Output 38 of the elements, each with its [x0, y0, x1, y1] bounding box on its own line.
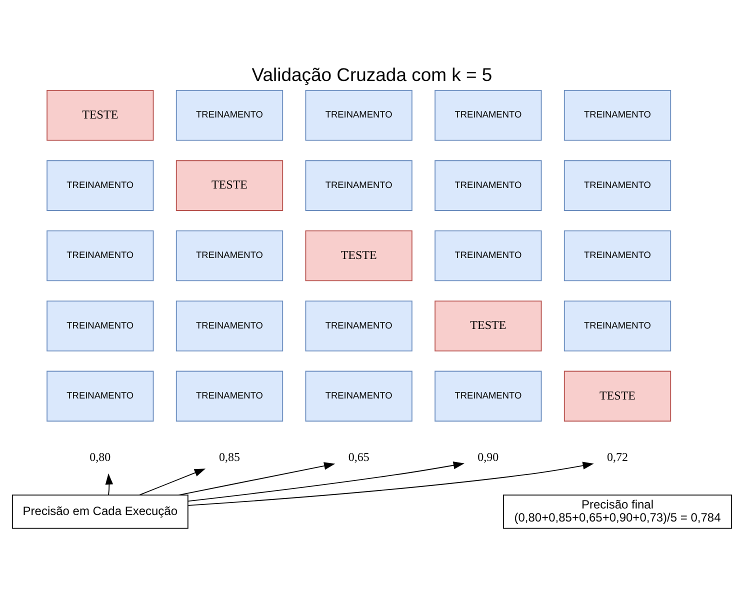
- node-box: TREINAMENTO: [305, 160, 412, 210]
- node-box: TESTE: [305, 230, 412, 281]
- arrow: [187, 460, 464, 502]
- node-box: TESTE: [46, 89, 154, 140]
- node-box: TREINAMENTO: [46, 370, 154, 422]
- node-box: TREINAMENTO: [564, 230, 672, 281]
- node-box: Precisão em Cada Execução: [12, 494, 188, 528]
- node-box: Precisão final (0,80+0,85+0,65+0,90+0,73)/5 = 0,784: [502, 494, 732, 528]
- node-box: TREINAMENTO: [176, 300, 284, 351]
- node-box: TREINAMENTO: [305, 89, 412, 140]
- node-text: 0,80: [90, 450, 111, 464]
- node-box: TREINAMENTO: [434, 89, 542, 140]
- node-box: TREINAMENTO: [46, 160, 154, 210]
- node-text: 0,72: [607, 450, 628, 464]
- node-text: 0,90: [478, 450, 499, 464]
- node-box: TREINAMENTO: [434, 230, 542, 281]
- node-box: TESTE: [434, 300, 542, 351]
- diagram-title: Validação Cruzada com k = 5: [252, 64, 492, 85]
- arrow: [139, 468, 206, 495]
- node-box: TREINAMENTO: [305, 370, 412, 422]
- node-box: TREINAMENTO: [564, 89, 672, 140]
- node-box: TREINAMENTO: [564, 160, 672, 210]
- node-box: TREINAMENTO: [46, 300, 154, 351]
- node-box: TREINAMENTO: [176, 89, 284, 140]
- node-box: TREINAMENTO: [434, 160, 542, 210]
- node-box: TREINAMENTO: [564, 300, 672, 351]
- arrow: [188, 461, 594, 506]
- node-box: TREINAMENTO: [176, 370, 284, 422]
- node-box: TESTE: [564, 370, 672, 422]
- node-text: 0,85: [219, 450, 240, 464]
- arrow: [178, 462, 336, 495]
- arrow: [105, 472, 114, 495]
- node-text: 0,65: [348, 450, 370, 464]
- node-box: TREINAMENTO: [176, 230, 284, 281]
- node-box: TESTE: [176, 160, 284, 210]
- node-box: TREINAMENTO: [434, 370, 542, 422]
- node-box: TREINAMENTO: [46, 230, 154, 281]
- node-box: TREINAMENTO: [305, 300, 412, 351]
